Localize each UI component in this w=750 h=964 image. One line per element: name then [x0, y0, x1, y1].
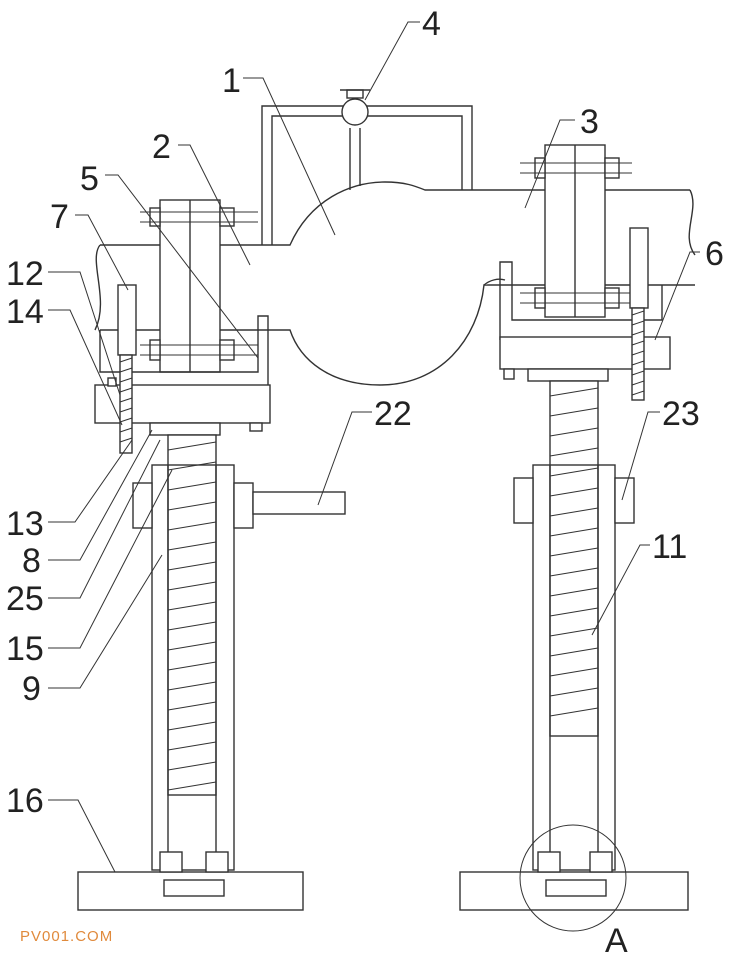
label-13: 13	[6, 505, 44, 543]
label-25: 25	[6, 580, 44, 618]
label-7: 7	[50, 198, 69, 236]
label-5: 5	[80, 160, 99, 198]
detail-circle-a	[519, 824, 627, 932]
pipe-lower-edge	[94, 244, 695, 386]
label-3: 3	[580, 103, 599, 141]
left-column	[132, 464, 254, 871]
label-8: 8	[22, 542, 41, 580]
left-side-rod	[117, 284, 137, 454]
label-9: 9	[22, 670, 41, 708]
left-base	[77, 851, 304, 911]
label-15: 15	[6, 630, 44, 668]
label-2: 2	[152, 128, 171, 166]
handle-22	[252, 491, 346, 515]
label-16: 16	[6, 782, 44, 820]
right-collar	[527, 368, 609, 382]
left-collar	[149, 422, 221, 436]
right-side-rod	[629, 227, 649, 401]
pipe-inner-cut	[483, 278, 506, 286]
pipe-upper-edge	[100, 181, 696, 256]
right-clamp	[520, 144, 632, 318]
right-screw-rod	[549, 380, 599, 737]
gauge-frame	[261, 105, 473, 245]
label-6: 6	[705, 235, 724, 273]
label-23: 23	[662, 395, 700, 433]
label-1: 1	[222, 62, 241, 100]
leader-lines	[48, 21, 700, 873]
label-14: 14	[6, 293, 44, 331]
label-22: 22	[374, 395, 412, 433]
label-detail-a: A	[605, 922, 628, 960]
left-clamp	[140, 199, 258, 373]
left-screw-rod	[167, 434, 217, 796]
gauge-dial-icon	[340, 89, 370, 126]
right-column	[513, 464, 635, 871]
label-4: 4	[422, 5, 441, 43]
watermark: PV001.COM	[20, 928, 114, 945]
label-11: 11	[652, 528, 687, 566]
label-12: 12	[6, 255, 44, 293]
right-base	[459, 851, 689, 911]
